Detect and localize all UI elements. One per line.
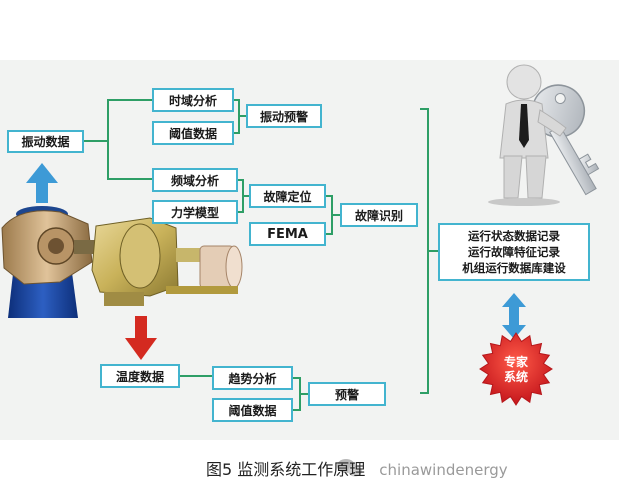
fault-identification-box: 故障识别	[340, 203, 418, 227]
temperature-data-box: 温度数据	[100, 364, 180, 388]
time-domain-analysis-box: 时域分析	[152, 88, 234, 112]
watermark-text: chinawindenergy	[379, 461, 508, 479]
frequency-domain-analysis-box: 频域分析	[152, 168, 238, 192]
fema-box: FEMA	[249, 222, 326, 246]
wechat-icon	[337, 459, 362, 477]
expert-system-badge-icon	[479, 332, 553, 406]
records-box: 运行状态数据记录 运行故障特征记录 机组运行数据库建设	[438, 223, 590, 281]
trend-analysis-box: 趋势分析	[212, 366, 293, 390]
fault-location-box: 故障定位	[249, 184, 326, 208]
record-line-1: 运行状态数据记录	[468, 229, 560, 243]
double-blue-arrow	[502, 293, 526, 339]
threshold-data-box-1: 阈值数据	[152, 121, 234, 145]
caption-text: 图5 监测系统工作原理	[206, 460, 366, 479]
warning-box: 预警	[308, 382, 386, 406]
expert-system-label: 专家 系统	[503, 355, 528, 384]
vibration-data-box: 振动数据	[7, 130, 84, 153]
mechanics-model-box: 力学模型	[152, 200, 238, 224]
blue-up-arrow	[26, 163, 58, 203]
wind-turbine-drivetrain-icon	[1, 206, 243, 318]
figure-caption: 图5 监测系统工作原理 chinawindenergy	[206, 456, 508, 480]
threshold-data-box-2: 阈值数据	[212, 398, 293, 422]
vibration-warning-box: 振动预警	[246, 104, 322, 128]
record-line-2: 运行故障特征记录	[468, 245, 560, 259]
person-with-key-icon	[488, 64, 600, 206]
record-line-3: 机组运行数据库建设	[462, 261, 566, 275]
connector-lines	[84, 99, 438, 411]
red-down-arrow	[125, 316, 157, 360]
